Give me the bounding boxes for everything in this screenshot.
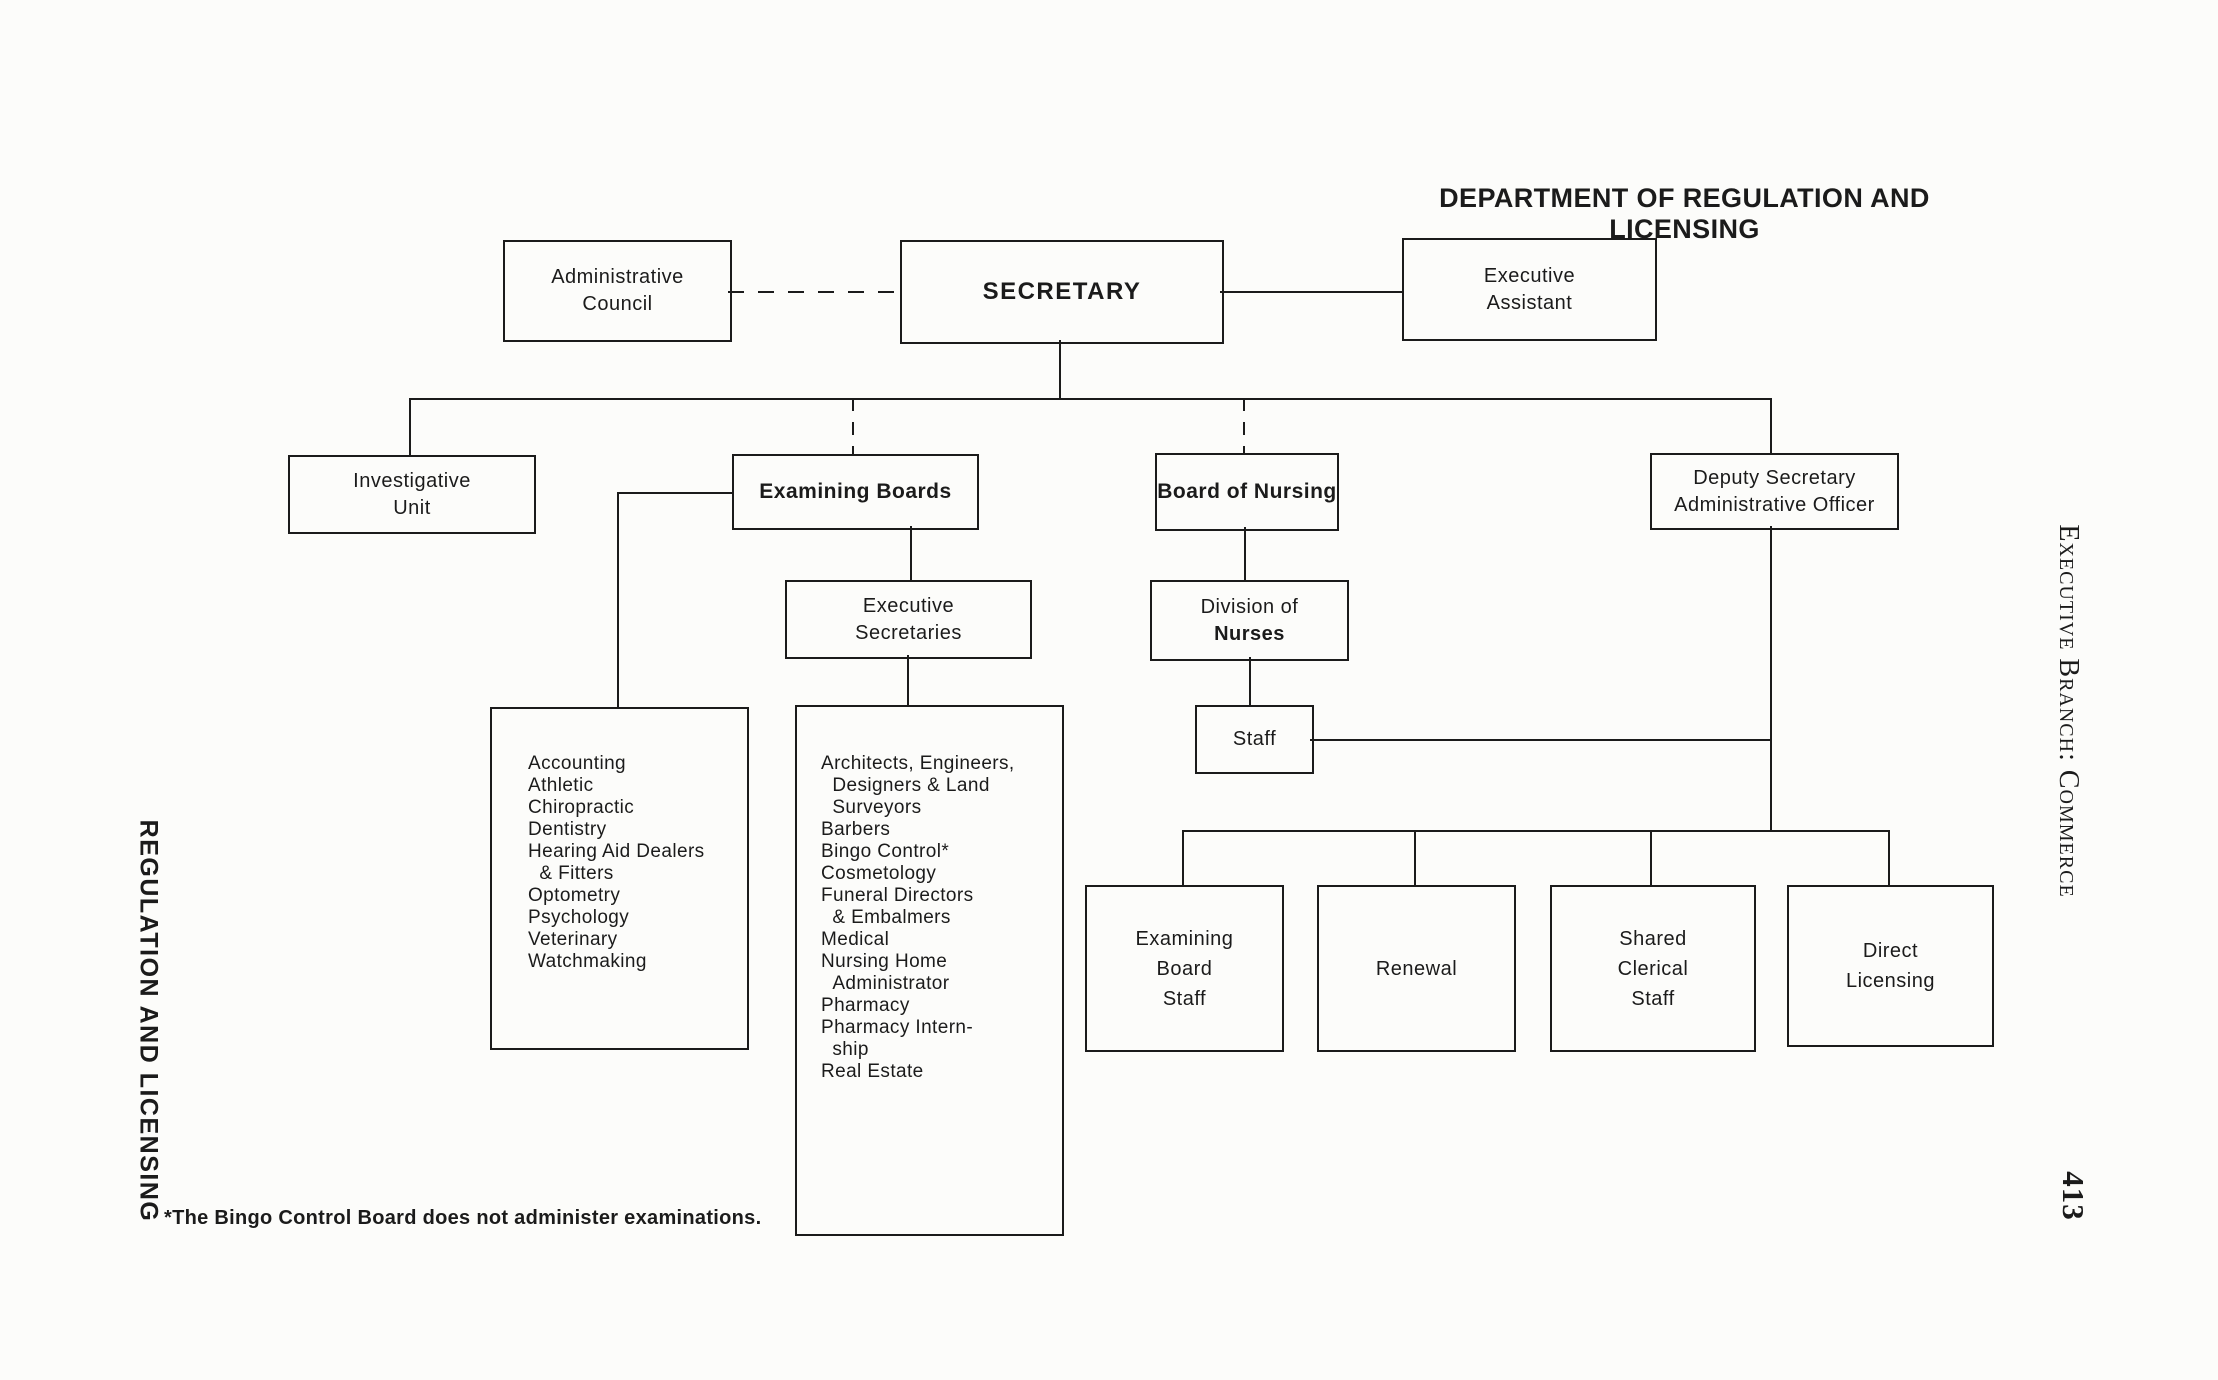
org-box-shared-clerical-staff: Shared Clerical Staff [1550, 885, 1756, 1052]
org-box-administrative-council: Administrative Council [503, 240, 732, 342]
executive-secretaries-label: Executive Secretaries [855, 594, 962, 644]
connector-division-to-staff [1249, 657, 1251, 705]
org-box-investigative-unit: Investigative Unit [288, 455, 536, 534]
org-box-direct-licensing: Direct Licensing [1787, 885, 1994, 1047]
staff-label: Staff [1232, 728, 1277, 750]
executive-secretaries-list-box: Architects, Engineers, Designers & Land … [795, 705, 1064, 1236]
examining-boards-list-box: Accounting Athletic Chiropractic Dentist… [490, 707, 749, 1050]
administrative-council-label: Administrative Council [551, 266, 684, 315]
direct-licensing-label: Direct Licensing [1845, 940, 1935, 992]
examining-board-staff-label: Examining Board Staff [1135, 927, 1234, 1010]
renewal-label: Renewal [1375, 957, 1458, 980]
org-box-examining-boards: Examining Boards [732, 454, 979, 530]
left-margin-caption: REGULATION AND LICENSING [134, 819, 163, 1223]
right-margin-caption: Executive Branch: Commerce [2053, 524, 2084, 898]
connector-direct-licensing-drop [1888, 830, 1890, 885]
connector-deputy-drop [1770, 398, 1772, 453]
org-box-deputy-secretary: Deputy Secretary Administrative Officer [1650, 453, 1899, 530]
org-box-renewal: Renewal [1317, 885, 1516, 1052]
org-box-executive-secretaries: Executive Secretaries [785, 580, 1032, 659]
org-box-staff: Staff [1195, 705, 1314, 774]
org-box-board-of-nursing: Board of Nursing [1155, 453, 1339, 531]
connector-secretaries-to-list [907, 655, 909, 705]
connector-main-bus [410, 398, 1772, 400]
connector-staff-to-deputy-line [1310, 739, 1771, 741]
connector-examining-board-staff-drop [1182, 830, 1184, 885]
connector-board-nursing-drop-dashed [1243, 398, 1245, 453]
connector-secretary-assistant [1220, 291, 1402, 293]
page-title: DEPARTMENT OF REGULATION AND LICENSING [1439, 183, 1930, 244]
secretary-label: SECRETARY [982, 277, 1142, 305]
connector-examining-to-list-vertical [617, 492, 619, 707]
org-box-examining-board-staff: Examining Board Staff [1085, 885, 1284, 1052]
connector-bottom-bus [1182, 830, 1890, 832]
connector-renewal-drop [1414, 830, 1416, 885]
footnote: *The Bingo Control Board does not admini… [164, 1207, 762, 1229]
connector-examining-to-secretaries [910, 526, 912, 580]
investigative-unit-label: Investigative Unit [353, 469, 471, 519]
org-box-secretary: SECRETARY [900, 240, 1224, 344]
division-of-nurses-label-line1: Division of [1200, 595, 1299, 618]
connector-shared-clerical-drop [1650, 830, 1652, 885]
connector-secretary-down [1059, 340, 1061, 398]
division-of-nurses-label-line2: Nurses [1214, 622, 1285, 645]
examining-boards-list-text: Accounting Athletic Chiropractic Dentist… [528, 753, 705, 972]
page-number: 413 [2056, 1171, 2091, 1221]
executive-secretaries-list-text: Architects, Engineers, Designers & Land … [821, 753, 1015, 1082]
connector-council-secretary-dashed [728, 291, 900, 293]
org-box-executive-assistant: Executive Assistant [1402, 238, 1657, 341]
connector-investigative-drop [409, 398, 411, 455]
deputy-secretary-label: Deputy Secretary Administrative Officer [1674, 466, 1875, 516]
org-box-division-of-nurses: Division of Nurses [1150, 580, 1349, 661]
connector-examining-to-list-horizontal [617, 492, 732, 494]
executive-assistant-label: Executive Assistant [1483, 264, 1576, 314]
connector-nursing-to-division [1244, 527, 1246, 580]
connector-deputy-to-bottom-bus [1770, 526, 1772, 832]
shared-clerical-staff-label: Shared Clerical Staff [1617, 927, 1689, 1010]
examining-boards-label: Examining Boards [759, 479, 952, 503]
board-of-nursing-label: Board of Nursing [1157, 479, 1337, 503]
connector-examining-boards-drop-dashed [852, 398, 854, 454]
